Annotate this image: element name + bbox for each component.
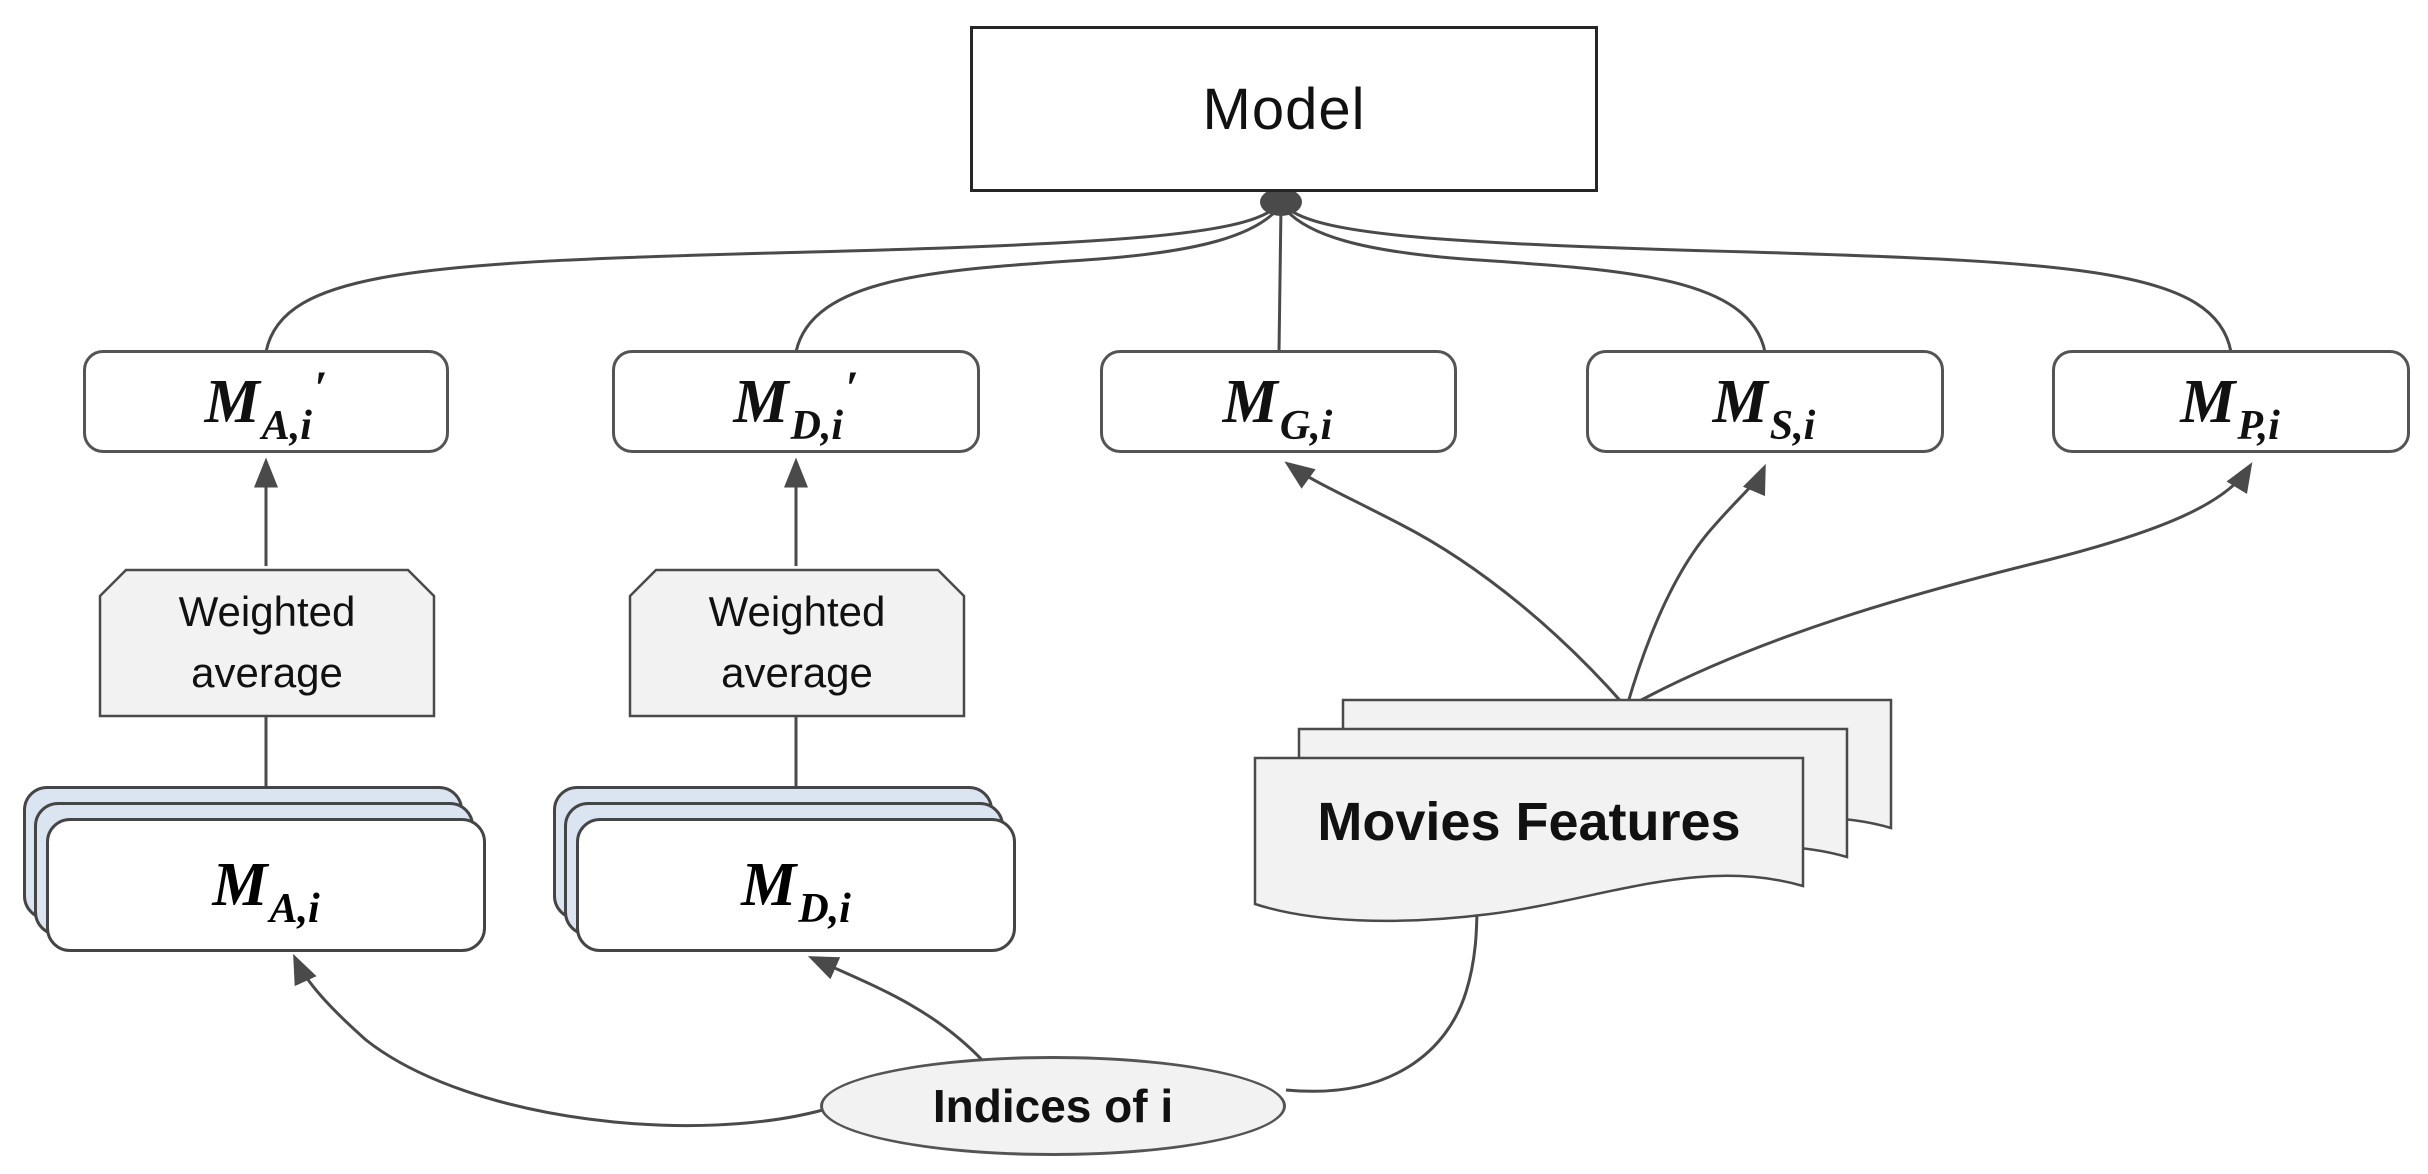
arrow-mg-to-model	[1277, 205, 1283, 353]
arrow-indices-to-stack-d	[807, 956, 986, 1064]
node-m-p-i: MP,i	[2052, 350, 2410, 453]
line-indices-to-movies	[1285, 901, 1479, 1093]
node-m-d-i-prime-label: MD,i′	[733, 361, 859, 449]
node-m-s-i-label: MS,i	[1712, 367, 1816, 449]
arrow-ma-prime-to-model	[264, 208, 1273, 353]
arrow-ms-to-model	[1284, 208, 1767, 353]
node-m-a-i-prime-label: MA,i′	[204, 361, 328, 449]
movies-doc-front	[1253, 756, 1805, 923]
node-model: Model	[970, 26, 1598, 192]
stack-a-front: MA,i	[46, 818, 486, 952]
weighted-average-box-1	[98, 568, 436, 718]
arrow-indices-to-stack-a	[293, 953, 831, 1128]
weighted-average-box-2	[628, 568, 966, 718]
node-m-d-i-prime: MD,i′	[612, 350, 980, 453]
node-m-g-i-label: MG,i	[1222, 367, 1333, 449]
convergence-dot	[1260, 188, 1302, 216]
node-indices-of-i: Indices of i	[820, 1056, 1286, 1156]
node-m-a-i-prime: MA,i′	[83, 350, 449, 453]
node-m-g-i: MG,i	[1100, 350, 1457, 453]
wa1-line1: Weighted	[178, 588, 356, 636]
wa1-line2: average	[191, 649, 343, 696]
node-m-s-i: MS,i	[1586, 350, 1944, 453]
stack-d-label: MD,i	[741, 851, 851, 932]
stack-d-front: MD,i	[576, 818, 1016, 952]
arrow-md-prime-to-model	[794, 208, 1279, 353]
arrow-movies-to-ms	[1625, 463, 1766, 707]
movies-features-label: Movies Features	[1255, 758, 1803, 886]
arrow-movies-to-mg	[1284, 461, 1627, 707]
wa2-line1: Weighted	[708, 588, 886, 636]
node-model-label: Model	[1202, 76, 1366, 142]
arrow-movies-to-mp	[1629, 462, 2253, 708]
wa2-line2: average	[721, 649, 873, 696]
indices-label: Indices of i	[932, 1080, 1174, 1132]
weighted-average-2-label: Weighted average	[630, 570, 964, 716]
arrow-mp-to-model	[1289, 208, 2233, 353]
stack-a-label: MA,i	[212, 851, 320, 932]
node-m-p-i-label: MP,i	[2180, 367, 2280, 449]
weighted-average-1-label: Weighted average	[100, 570, 434, 716]
movies-features-text: Movies Features	[1317, 792, 1741, 852]
